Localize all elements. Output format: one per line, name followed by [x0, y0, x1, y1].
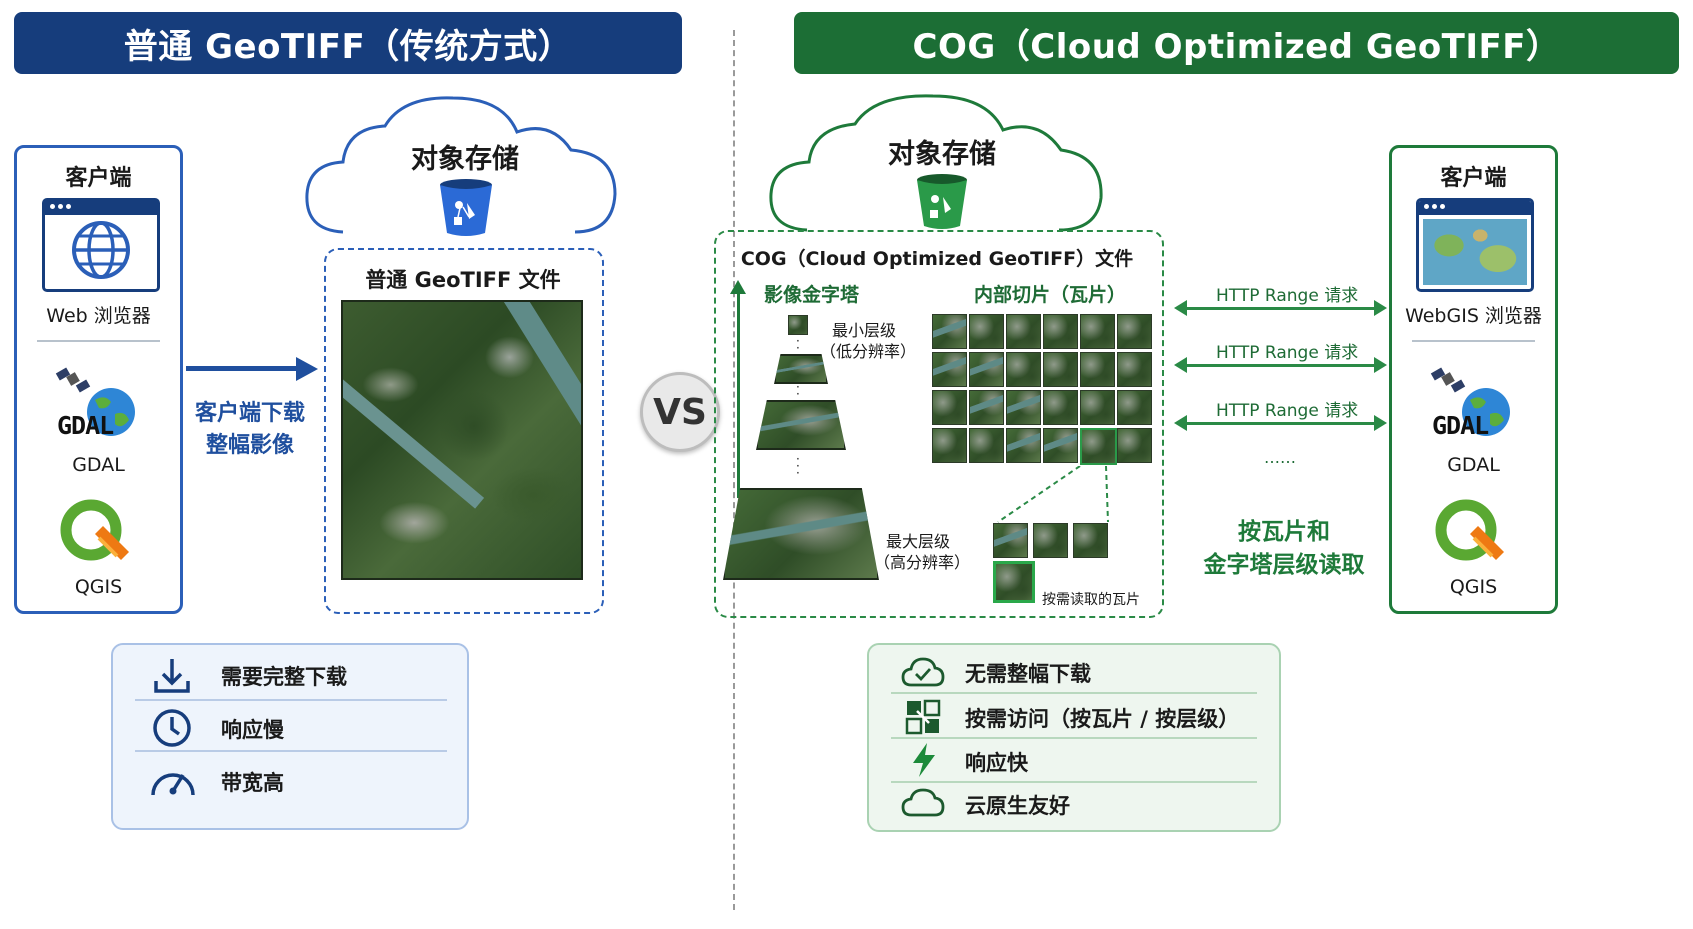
min-level-label-1: 最小层级 — [832, 321, 897, 340]
download-arrow — [186, 366, 298, 371]
max-level-label-1: 最大层级 — [886, 532, 951, 551]
left-cloud-icon — [305, 96, 617, 234]
right-feature-1: 无需整幅下载 — [965, 662, 1091, 686]
vs-badge: VS — [640, 372, 720, 452]
left-client-title: 客户端 — [65, 166, 132, 191]
pyramid-title: 影像金字塔 — [764, 284, 860, 306]
download-text-2: 整幅影像 — [205, 433, 294, 458]
left-feature-3: 带宽高 — [221, 771, 284, 795]
pyramid-level-max — [723, 488, 879, 580]
left-gdal-logo-text: GDAL — [57, 411, 114, 440]
pyramid-dots-3: ··· — [796, 452, 800, 480]
right-browser-label: WebGIS 浏览器 — [1405, 305, 1542, 327]
cog-file-title: COG（Cloud Optimized GeoTIFF）文件 — [740, 248, 1134, 270]
http-arrow-3-right-head — [1374, 415, 1387, 431]
pyramid-axis-arrowhead — [730, 280, 746, 294]
tile-zoom-lines — [997, 466, 1109, 523]
left-feature-1: 需要完整下载 — [221, 665, 347, 689]
right-earth-icon — [1462, 388, 1510, 436]
right-bucket-icon — [917, 174, 967, 229]
left-file-box — [324, 248, 604, 614]
cog-banner: COG（Cloud Optimized GeoTIFF） — [794, 12, 1679, 74]
pyramid-dots-1: ·· — [796, 334, 800, 355]
min-level-label-2: （低分辨率） — [820, 342, 917, 361]
right-feature-2: 按需访问（按瓦片 / 按层级） — [965, 707, 1240, 731]
http-range-arrow-3 — [1184, 422, 1378, 425]
right-client-panel: 客户端 WebGIS 浏览器 GDAL GDAL QGIS — [1389, 145, 1558, 614]
http-range-label-3: HTTP Range 请求 — [1216, 401, 1359, 421]
download-arrow-head — [296, 357, 318, 381]
pyramid-level-3 — [756, 400, 846, 450]
cog-file-box — [714, 230, 1164, 618]
tiles-title: 内部切片（瓦片） — [974, 284, 1127, 306]
on-demand-label: 按需读取的瓦片 — [1042, 592, 1140, 608]
right-qgis-label: QGIS — [1449, 576, 1498, 598]
cloud-check-icon — [901, 657, 945, 687]
left-gdal-label: GDAL — [72, 454, 125, 476]
http-range-label-2: HTTP Range 请求 — [1216, 343, 1359, 363]
center-divider — [733, 30, 735, 910]
download-text-1: 客户端下载 — [194, 401, 305, 426]
speedometer-icon — [151, 773, 195, 796]
full-satellite-image — [341, 300, 583, 580]
right-feature-3: 响应快 — [965, 751, 1028, 775]
pyramid-dots-2: ·· — [796, 380, 800, 401]
earth-icon — [87, 388, 135, 436]
pyramid-level-min — [788, 315, 808, 335]
traditional-banner: 普通 GeoTIFF（传统方式） — [14, 12, 682, 74]
read-text-2: 金字塔层级读取 — [1203, 552, 1365, 578]
left-client-panel: 客户端 Web 浏览器 GDAL GDAL QGIS — [14, 145, 183, 614]
on-demand-access-icon — [905, 699, 941, 735]
http-arrow-1-left-head — [1174, 300, 1187, 316]
right-gdal-logo-text: GDAL — [1432, 411, 1489, 440]
browser-window-icon — [42, 198, 160, 292]
http-arrow-3-left-head — [1174, 415, 1187, 431]
left-cloud-title: 对象存储 — [411, 144, 519, 175]
on-demand-tiles — [993, 523, 1113, 603]
right-qgis-logo-icon — [1435, 499, 1504, 561]
right-client-title: 客户端 — [1440, 166, 1507, 191]
right-gdal-label: GDAL — [1447, 454, 1500, 476]
http-range-label-1: HTTP Range 请求 — [1216, 286, 1359, 306]
read-text-1: 按瓦片和 — [1238, 519, 1330, 545]
http-range-arrow-2 — [1184, 364, 1378, 367]
http-arrow-1-right-head — [1374, 300, 1387, 316]
left-browser-label: Web 浏览器 — [46, 305, 151, 327]
pyramid-axis-arrow — [737, 292, 740, 498]
http-ellipsis: …… — [1264, 448, 1296, 467]
right-cloud-title: 对象存储 — [888, 139, 996, 170]
http-range-arrow-1 — [1184, 307, 1378, 310]
tile-grid — [932, 314, 1152, 466]
cloud-icon — [901, 788, 945, 817]
download-icon — [154, 659, 190, 693]
left-bucket-icon — [440, 179, 492, 236]
right-features-panel: 无需整幅下载 按需访问（按瓦片 / 按层级） 响应快 云原生友好 — [867, 643, 1281, 832]
satellite-icon — [55, 367, 91, 393]
right-cloud-icon — [769, 94, 1103, 232]
clock-icon — [153, 709, 191, 747]
left-feature-2: 响应慢 — [221, 718, 284, 742]
left-qgis-label: QGIS — [74, 576, 123, 598]
webgis-map-icon — [1416, 198, 1534, 292]
http-arrow-2-left-head — [1174, 357, 1187, 373]
right-satellite-icon — [1430, 367, 1466, 393]
qgis-logo-icon — [60, 499, 129, 561]
left-file-title: 普通 GeoTIFF 文件 — [365, 268, 561, 292]
right-feature-4: 云原生友好 — [965, 794, 1070, 818]
left-features-panel: 需要完整下载 响应慢 带宽高 — [111, 643, 469, 830]
lightning-icon — [913, 743, 935, 777]
max-level-label-2: （高分辨率） — [874, 553, 971, 572]
globe-icon — [72, 221, 130, 279]
http-arrow-2-right-head — [1374, 357, 1387, 373]
